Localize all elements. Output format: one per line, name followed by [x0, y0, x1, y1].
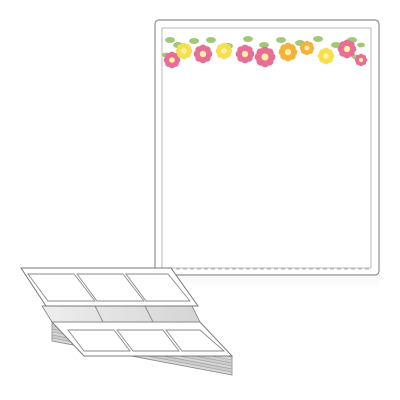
leaf-shape [357, 42, 365, 48]
leaf-shape [331, 42, 341, 48]
flower-center [304, 45, 310, 51]
flower-center [323, 53, 329, 59]
flower-center [221, 48, 227, 54]
label-sheet [154, 19, 380, 276]
flower-center [261, 53, 269, 61]
leaf-shape [243, 36, 253, 42]
leaf-shape [189, 38, 199, 44]
flower-center [343, 45, 351, 53]
flower-center [358, 57, 364, 63]
fanfold-label-stack-icon [20, 267, 234, 376]
top-sheet [20, 267, 199, 307]
stack-top-face [50, 321, 234, 357]
flower-center [181, 48, 187, 54]
folded-sheet [41, 305, 201, 323]
flower-center [284, 48, 292, 56]
flower-border-label-icon [162, 36, 368, 69]
label-sheet-inner-border [161, 27, 372, 269]
flower-center [241, 50, 249, 58]
leaf-shape [276, 37, 286, 43]
flower-center [169, 57, 175, 63]
leaf-shape [206, 37, 216, 43]
leaf-shape [313, 36, 323, 42]
leaf-shape [165, 37, 175, 43]
label-sheet-outline [154, 19, 380, 276]
flower-center [199, 50, 207, 58]
leaf-shape [259, 42, 269, 48]
